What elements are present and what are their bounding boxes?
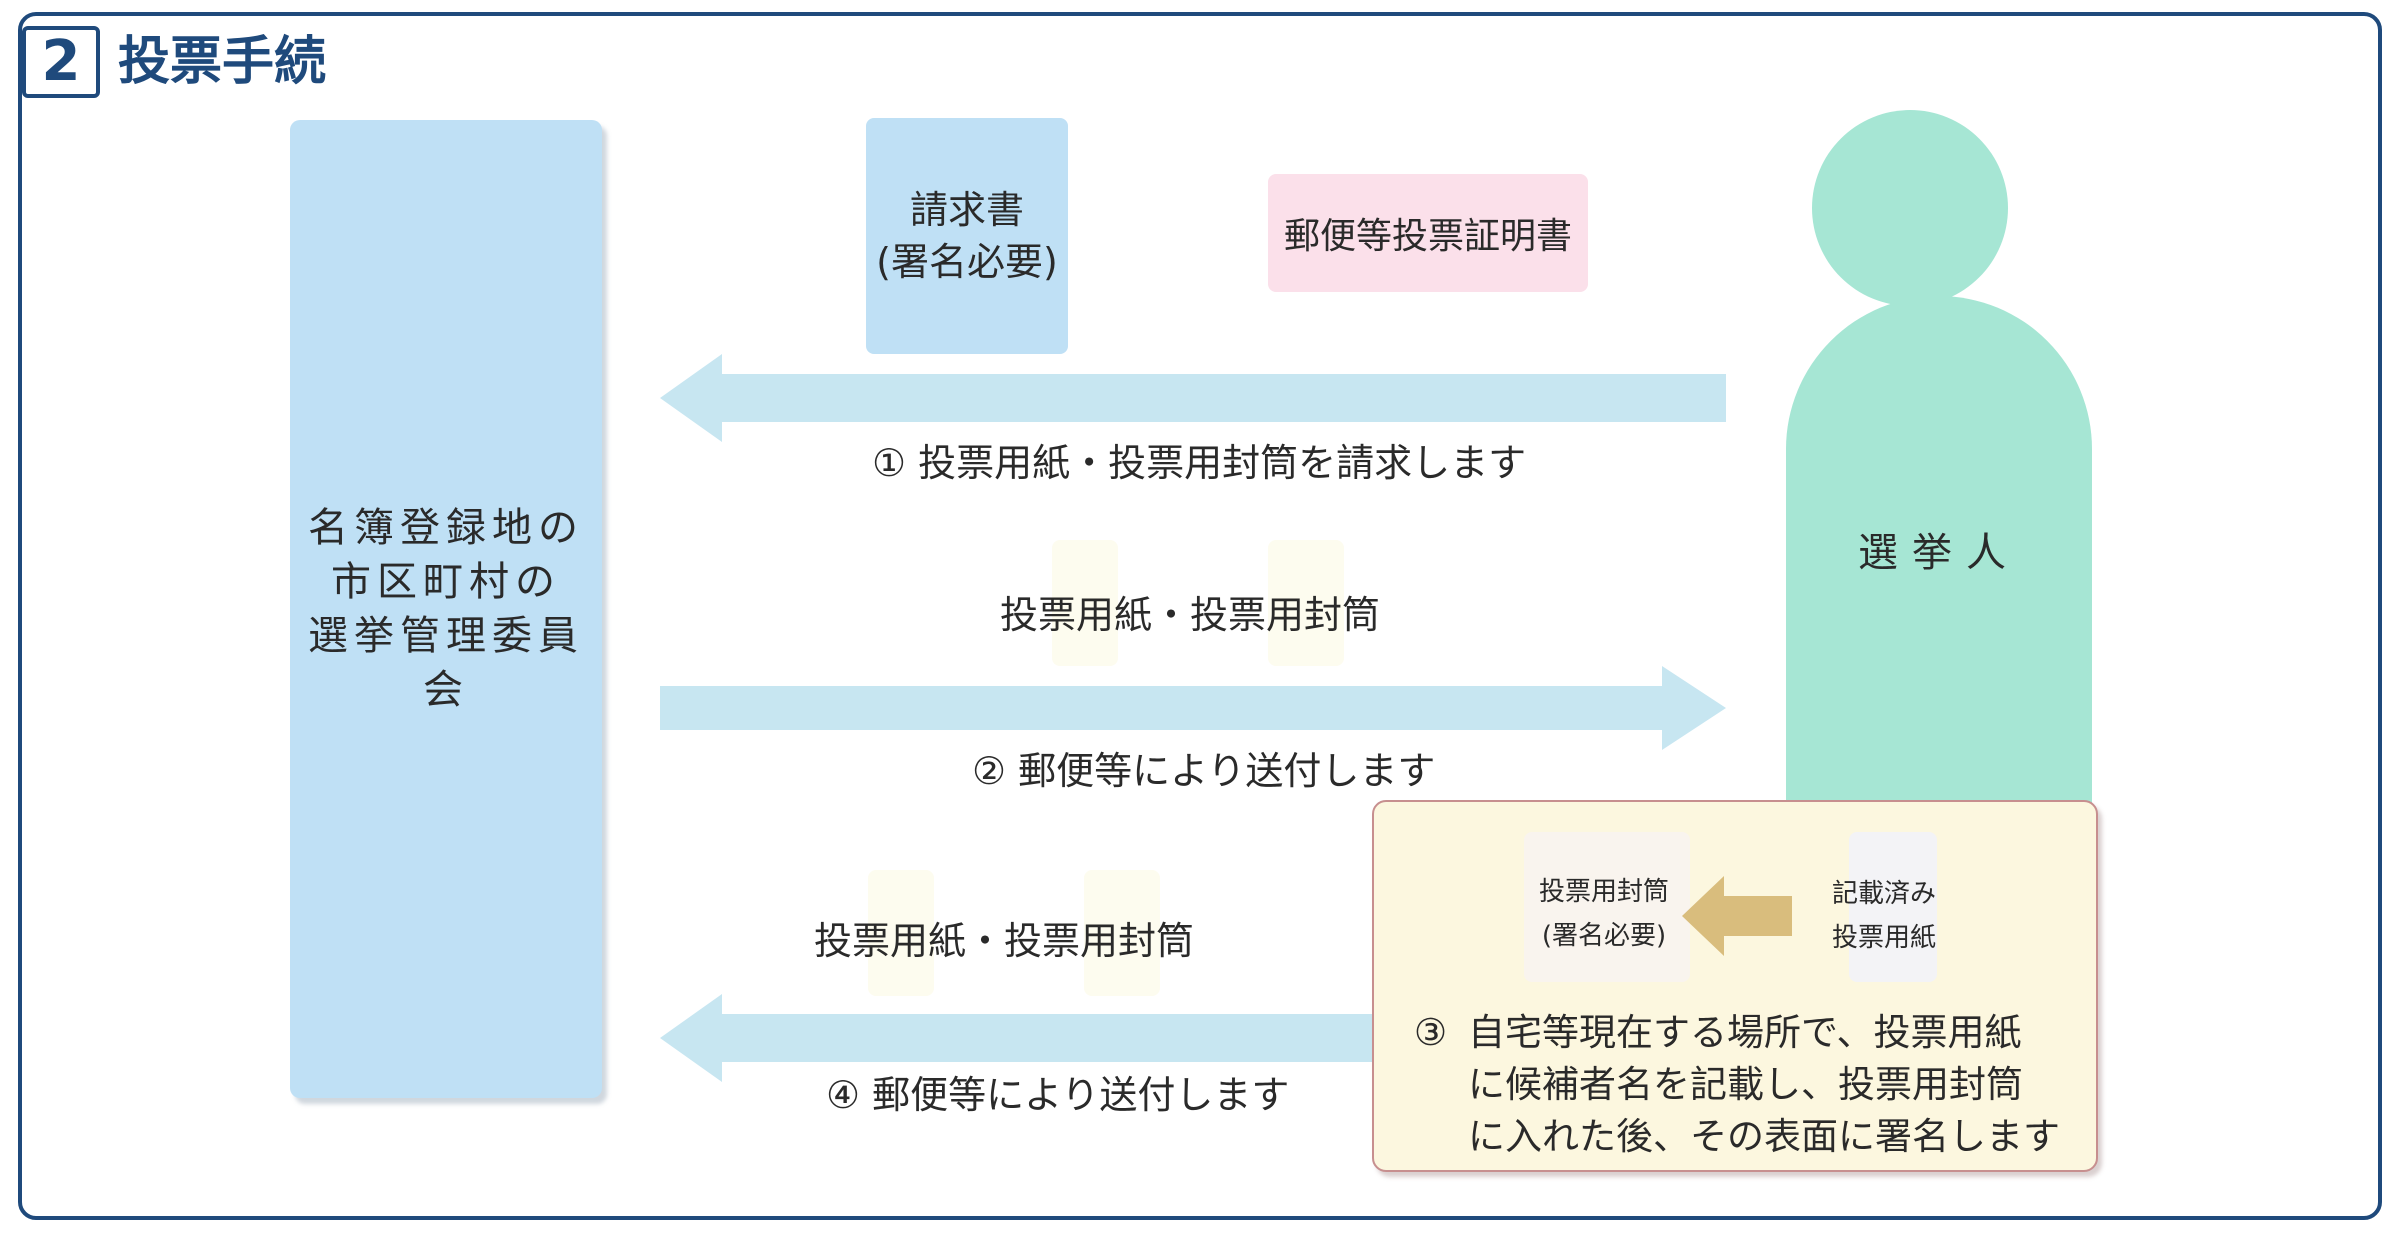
step2-label: ② 郵便等により送付します — [972, 749, 1436, 793]
envelope-line: 投票用封筒 — [1538, 877, 1669, 907]
voter-figure-head — [1812, 110, 2008, 306]
envelope-icon — [1524, 832, 1690, 982]
step3-filled-ballot-label: 記載済み 投票用紙 — [1814, 872, 1954, 960]
step3-line: 自宅等現在する場所で、投票用紙 — [1468, 1011, 2022, 1054]
filled-ballot-icon — [1849, 832, 1937, 982]
ballot-envelope-icon — [1084, 870, 1160, 996]
step3-line: に入れた後、その表面に署名します — [1468, 1115, 2060, 1158]
return-arrow — [660, 994, 1372, 1082]
request-form-note: (署名必要) — [876, 240, 1058, 284]
step3-box: 投票用封筒 (署名必要) 記載済み 投票用紙 ③ 自宅等現在する場所で、投票用紙 … — [1372, 800, 2098, 1172]
step3-description: ③ 自宅等現在する場所で、投票用紙 に候補者名を記載し、投票用封筒 に入れた後、そ… — [1414, 1007, 2060, 1163]
step3-number: ③ — [1414, 1011, 1448, 1054]
send-ballot-arrow — [660, 666, 1726, 750]
ballot-paper-icon — [1052, 540, 1118, 666]
diagram-frame — [18, 12, 2382, 1220]
committee-line: 市区町村の — [331, 559, 561, 605]
election-committee-label: 名簿登録地の 市区町村の 選挙管理委員会 — [290, 501, 602, 717]
filled-ballot-line: 投票用紙 — [1831, 923, 1936, 953]
section-title: 投票手続 — [118, 32, 327, 92]
voter-label: 選挙人 — [1858, 530, 2020, 576]
step3-line: に候補者名を記載し、投票用封筒 — [1468, 1063, 2023, 1106]
section-number: 2 — [22, 26, 100, 98]
request-arrow — [660, 354, 1726, 442]
step1-label: ① 投票用紙・投票用封筒を請求します — [872, 441, 1527, 485]
step4-items-label: 投票用紙・投票用封筒 — [814, 919, 1195, 963]
envelope-line: (署名必要) — [1541, 921, 1667, 951]
postal-certificate-label: 郵便等投票証明書 — [1283, 216, 1572, 257]
postal-certificate-document: 郵便等投票証明書 — [1268, 174, 1588, 292]
step4-label: ④ 郵便等により送付します — [826, 1073, 1290, 1117]
ballot-envelope-icon — [1268, 540, 1344, 666]
step2-items-label: 投票用紙・投票用封筒 — [1000, 593, 1381, 637]
request-form-document: 請求書 (署名必要) — [866, 118, 1068, 354]
filled-ballot-line: 記載済み — [1831, 879, 1936, 909]
step3-envelope-label: 投票用封筒 (署名必要) — [1514, 870, 1694, 958]
committee-line: 選挙管理委員会 — [308, 613, 584, 713]
committee-line: 名簿登録地の — [308, 505, 584, 551]
ballot-paper-icon — [868, 870, 934, 996]
insert-arrow-icon — [1682, 876, 1792, 956]
election-committee-box: 名簿登録地の 市区町村の 選挙管理委員会 — [290, 120, 602, 1098]
request-form-title: 請求書 — [909, 188, 1024, 232]
